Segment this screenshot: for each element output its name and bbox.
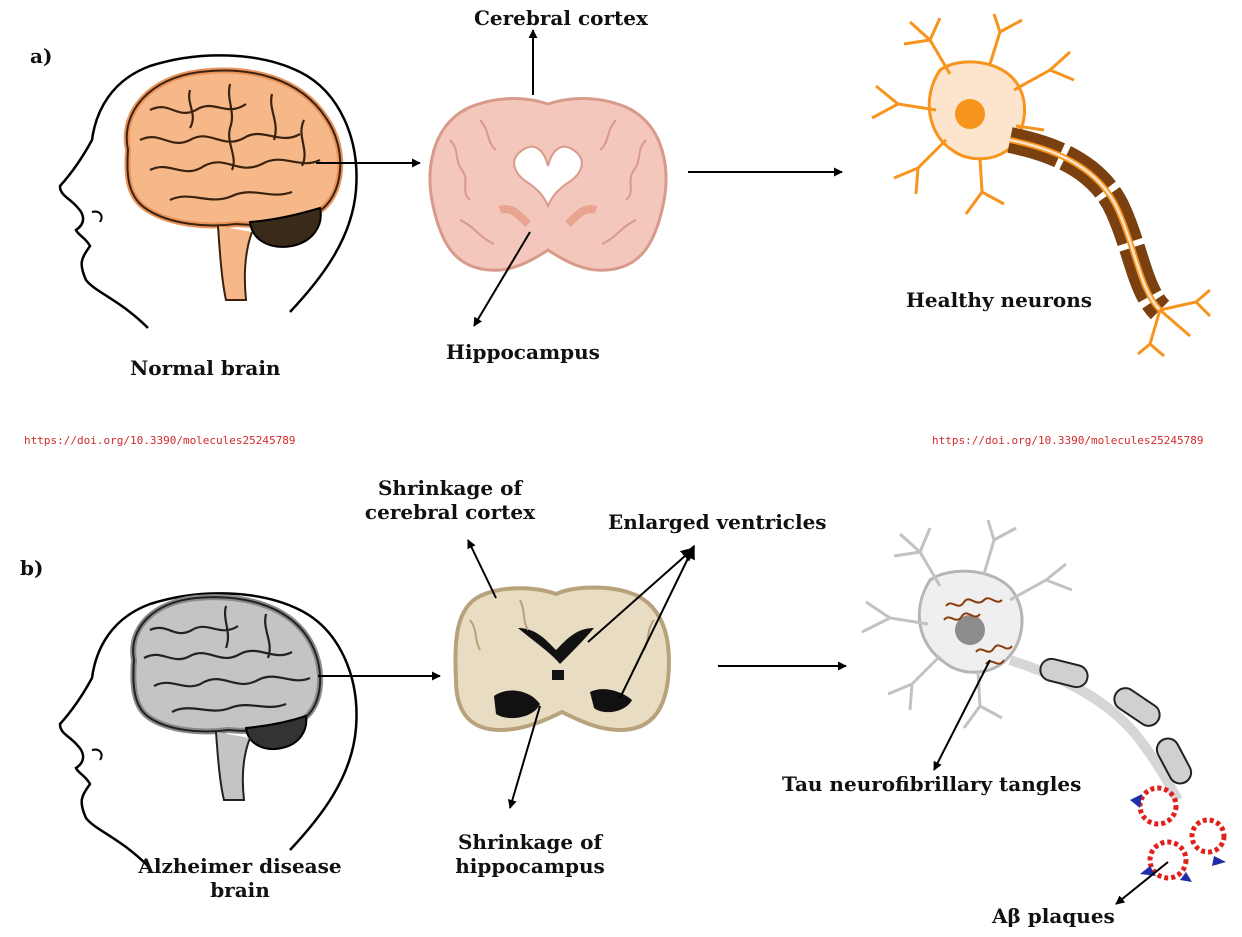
- label-shrinkage-cortex-line1: Shrinkage of: [377, 476, 523, 500]
- arrow-icon: [587, 547, 696, 643]
- neuron-icon: [861, 519, 1227, 882]
- head-profile-icon: [58, 54, 358, 329]
- arrow-icon: [619, 544, 695, 699]
- label-alzheimer-brain-line1: Alzheimer disease: [138, 854, 342, 878]
- plaque-icon: [1130, 785, 1227, 882]
- panel-label-b: b): [20, 556, 44, 580]
- doi-watermark-left: https://doi.org/10.3390/molecules2524578…: [24, 434, 296, 447]
- label-healthy-neurons: Healthy neurons: [906, 288, 1093, 312]
- label-abeta-plaques: Aβ plaques: [992, 904, 1115, 928]
- label-shrinkage-cortex-line2: cerebral cortex: [364, 500, 536, 524]
- label-alzheimer-brain: Alzheimer disease brain: [120, 854, 360, 902]
- label-tau-tangles: Tau neurofibrillary tangles: [782, 772, 1082, 796]
- coronal-section-icon: [453, 585, 671, 733]
- arrow-icon: [507, 705, 541, 809]
- label-alzheimer-brain-line2: brain: [210, 878, 270, 902]
- label-shrinkage-hippocampus-line1: Shrinkage of: [457, 830, 603, 854]
- brain-icon: [130, 594, 323, 801]
- doi-watermark-right: https://doi.org/10.3390/molecules2524578…: [932, 434, 1204, 447]
- arrow-icon: [933, 659, 991, 771]
- label-cerebral-cortex: Cerebral cortex: [474, 6, 648, 30]
- label-hippocampus: Hippocampus: [446, 340, 600, 364]
- label-normal-brain: Normal brain: [130, 356, 281, 380]
- label-shrinkage-cortex: Shrinkage of cerebral cortex: [360, 476, 540, 524]
- neuron-icon: [871, 13, 1212, 358]
- coronal-section-icon: [428, 97, 668, 272]
- brain-icon: [123, 67, 344, 301]
- label-shrinkage-hippocampus-line2: hippocampus: [455, 854, 605, 878]
- panel-label-a: a): [30, 44, 53, 68]
- label-enlarged-ventricles: Enlarged ventricles: [608, 510, 827, 534]
- arrow-icon: [467, 539, 497, 599]
- label-shrinkage-hippocampus: Shrinkage of hippocampus: [440, 830, 620, 878]
- arrow-icon: [1115, 861, 1169, 905]
- head-profile-icon: [58, 592, 358, 867]
- arrow-icon: [473, 231, 531, 327]
